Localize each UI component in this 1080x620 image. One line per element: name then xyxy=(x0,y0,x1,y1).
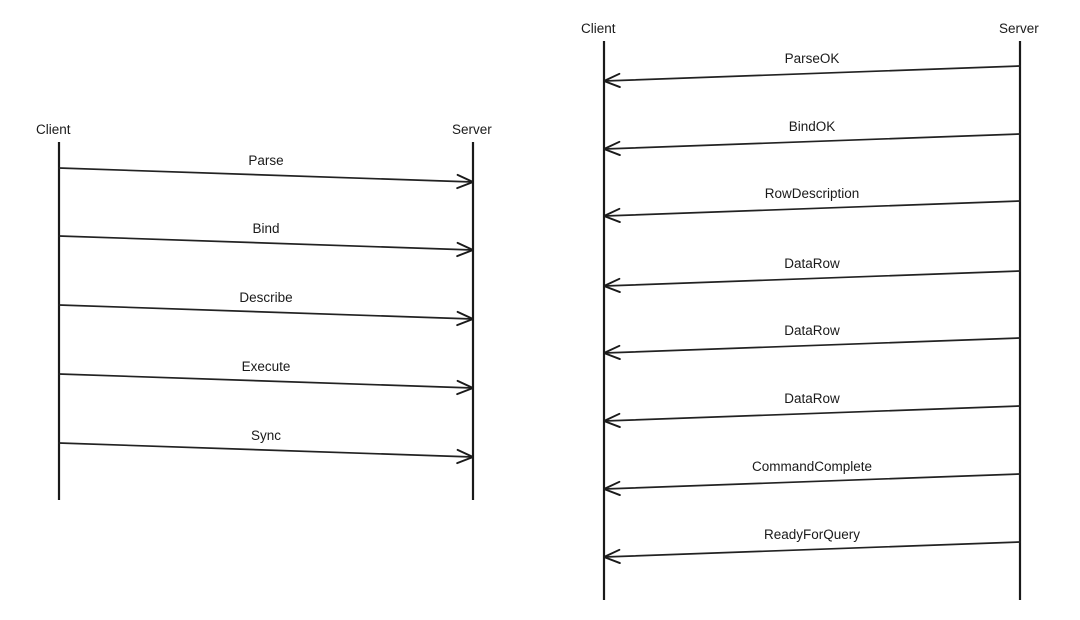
message-label: CommandComplete xyxy=(752,459,872,474)
message-line xyxy=(58,235,474,251)
message-datarow-1-5: DataRow xyxy=(603,391,1021,428)
participant-label-client-1: Client xyxy=(581,21,616,36)
message-commandcomplete-1-6: CommandComplete xyxy=(603,459,1021,496)
arrow-head-icon xyxy=(456,448,474,465)
message-label: Parse xyxy=(248,153,283,168)
message-describe-0-2: Describe xyxy=(58,290,474,327)
arrow-head-icon xyxy=(603,140,621,156)
arrow-head-icon xyxy=(603,412,621,428)
message-sync-0-4: Sync xyxy=(58,428,474,465)
message-label: Sync xyxy=(251,428,281,443)
message-line xyxy=(603,65,1021,82)
message-parseok-1-0: ParseOK xyxy=(603,51,1021,88)
message-rowdescription-1-2: RowDescription xyxy=(603,186,1021,223)
message-label: Execute xyxy=(242,359,291,374)
arrow-head-icon xyxy=(603,344,621,360)
message-line xyxy=(603,473,1021,490)
arrow-head-icon xyxy=(456,173,474,190)
arrow-head-icon xyxy=(456,241,474,258)
message-datarow-1-3: DataRow xyxy=(603,256,1021,293)
message-line xyxy=(58,442,474,458)
participant-label-client-0: Client xyxy=(36,122,71,137)
message-line xyxy=(603,405,1021,422)
message-line xyxy=(603,133,1021,150)
message-execute-0-3: Execute xyxy=(58,359,474,396)
arrow-head-icon xyxy=(603,277,621,293)
message-line xyxy=(603,541,1021,558)
message-label: ParseOK xyxy=(785,51,840,66)
message-datarow-1-4: DataRow xyxy=(603,323,1021,360)
message-label: ReadyForQuery xyxy=(764,527,860,542)
arrow-head-icon xyxy=(456,379,474,396)
message-line xyxy=(58,167,474,183)
message-label: DataRow xyxy=(784,323,840,338)
message-line xyxy=(603,200,1021,217)
arrow-head-icon xyxy=(603,480,621,496)
message-line xyxy=(58,373,474,389)
arrow-head-icon xyxy=(603,72,621,88)
message-parse-0-0: Parse xyxy=(58,153,474,190)
message-label: DataRow xyxy=(784,256,840,271)
message-label: DataRow xyxy=(784,391,840,406)
arrow-head-icon xyxy=(603,548,621,564)
arrow-head-icon xyxy=(456,310,474,327)
message-label: Bind xyxy=(252,221,279,236)
message-bindok-1-1: BindOK xyxy=(603,119,1021,156)
message-label: BindOK xyxy=(789,119,836,134)
arrow-head-icon xyxy=(603,207,621,223)
message-line xyxy=(603,337,1021,354)
message-line xyxy=(58,304,474,320)
message-line xyxy=(603,270,1021,287)
message-readyforquery-1-7: ReadyForQuery xyxy=(603,527,1021,564)
message-bind-0-1: Bind xyxy=(58,221,474,258)
message-label: RowDescription xyxy=(765,186,860,201)
participant-label-server-0: Server xyxy=(452,122,492,137)
participant-label-server-1: Server xyxy=(999,21,1039,36)
message-label: Describe xyxy=(239,290,292,305)
